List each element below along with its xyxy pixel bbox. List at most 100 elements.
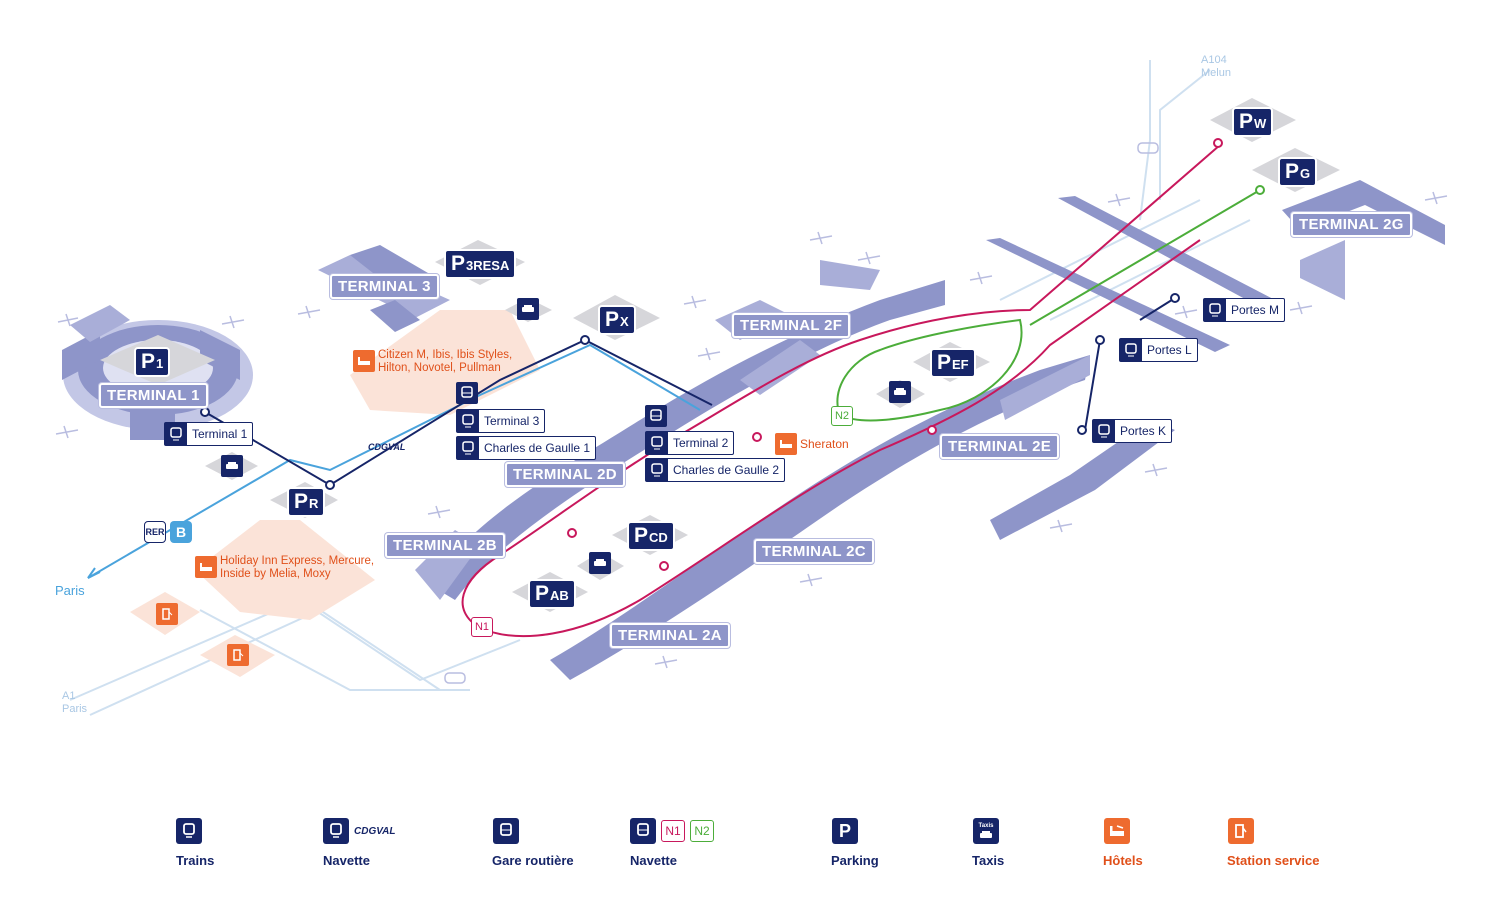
legend-taxis-label: Taxis — [972, 853, 1005, 868]
n2-badge[interactable]: N2 — [831, 406, 853, 426]
parking-letter: P — [535, 582, 550, 605]
parking-letter: P — [1285, 160, 1300, 183]
stop-label: Terminal 3 — [484, 414, 540, 428]
shuttle-train-icon — [323, 818, 349, 844]
parking-sub: X — [620, 314, 629, 329]
parking-letter: P — [294, 490, 309, 513]
legend-parking-icon: P — [832, 818, 858, 844]
terminal-2g-label[interactable]: TERMINAL 2G — [1291, 212, 1412, 237]
hotel-icon[interactable] — [353, 350, 375, 372]
n1-shuttle-line — [461, 144, 1221, 638]
terminal-2f-label[interactable]: TERMINAL 2F — [732, 313, 851, 338]
terminal-1-label[interactable]: TERMINAL 1 — [99, 383, 208, 408]
rer-line-badge[interactable]: B — [170, 521, 192, 543]
parking-letter: P — [605, 308, 620, 331]
stop-cdg-1[interactable]: Charles de Gaulle 1 — [456, 436, 597, 460]
taxi-icon-text: Taxis — [978, 823, 994, 829]
hotel-icon[interactable] — [775, 433, 797, 455]
taxi-icon[interactable] — [889, 381, 911, 403]
hotel-icon[interactable] — [195, 556, 217, 578]
taxi-icon: Taxis — [973, 818, 999, 844]
rer-badge-text: RER — [145, 527, 165, 537]
stop-portes-l[interactable]: Portes L — [1119, 338, 1198, 362]
stop-terminal-2[interactable]: Terminal 2 — [645, 431, 735, 455]
terminal-2g-building — [1282, 180, 1445, 300]
rer-line — [87, 343, 701, 579]
legend-station-service-label: Station service — [1227, 853, 1320, 868]
n1-badge[interactable]: N1 — [471, 617, 493, 637]
parking-sub: W — [1254, 116, 1267, 131]
n2-shuttle-line — [836, 189, 1261, 422]
terminal-2b-label[interactable]: TERMINAL 2B — [385, 533, 505, 558]
a104-dest-label: Melun — [1201, 67, 1231, 79]
rer-badge[interactable]: RER — [144, 521, 166, 543]
terminal-2a-label[interactable]: TERMINAL 2A — [610, 623, 730, 648]
terminal-2e-label[interactable]: TERMINAL 2E — [940, 434, 1060, 459]
taxi-icon[interactable] — [221, 455, 243, 477]
train-icon — [646, 459, 668, 481]
parking-letter: P — [937, 351, 952, 374]
fuel-station-icon[interactable] — [156, 603, 178, 625]
stop-label: Terminal 2 — [673, 436, 729, 450]
stop-portes-m[interactable]: Portes M — [1203, 298, 1286, 322]
terminal-2c-label[interactable]: TERMINAL 2C — [754, 539, 874, 564]
parking-sub: AB — [550, 588, 569, 603]
stop-label: Portes M — [1231, 303, 1280, 317]
legend-navette-label: Navette — [630, 853, 677, 868]
hotel-list-pr-line-2: Inside by Melia, Moxy — [220, 568, 331, 580]
legend-cdgval-icon: CDGVAL — [323, 818, 395, 844]
n2-badge-text: N2 — [834, 410, 850, 422]
stop-label: Charles de Gaulle 2 — [673, 463, 780, 477]
paris-rer-label: Paris — [55, 583, 85, 598]
bus-icon[interactable] — [456, 382, 478, 404]
stop-cdg-2[interactable]: Charles de Gaulle 2 — [645, 458, 786, 482]
stop-terminal-1[interactable]: Terminal 1 — [164, 422, 254, 446]
parking-sub: CD — [649, 530, 668, 545]
terminal-3-label[interactable]: TERMINAL 3 — [330, 274, 439, 299]
train-icon — [457, 410, 479, 432]
fuel-station-icon[interactable] — [227, 644, 249, 666]
cdgval-logo: CDGVAL — [354, 825, 396, 837]
stop-label: Portes L — [1147, 343, 1192, 357]
parking-letter: P — [451, 252, 466, 275]
legend-parking-label: Parking — [831, 853, 879, 868]
n2-legend-badge: N2 — [690, 820, 714, 842]
cdgval-line — [204, 338, 713, 487]
legend-navette-cdgval-label: Navette — [323, 853, 370, 868]
train-icon — [646, 432, 668, 454]
portes-connectors — [1084, 297, 1176, 431]
parking-letter: P — [141, 350, 156, 373]
bus-icon[interactable] — [645, 405, 667, 427]
stop-label: Portes K — [1120, 424, 1167, 438]
n1-dots — [567, 138, 1223, 571]
n1-legend-badge: N1 — [661, 820, 685, 842]
a1-road-label: A1 — [62, 690, 76, 702]
parking-sub: R — [309, 496, 319, 511]
stop-portes-k[interactable]: Portes K — [1092, 419, 1173, 443]
cdgval-map-label: CDGVAL — [368, 442, 406, 452]
parking-sub: 3RESA — [466, 258, 510, 273]
legend-hotels-label: Hôtels — [1103, 853, 1143, 868]
parking-letter: P — [1239, 110, 1254, 133]
parking-letter: P — [634, 524, 649, 547]
parking-icon: P — [832, 818, 858, 844]
parking-sub: G — [1300, 166, 1311, 181]
terminal-2d-label[interactable]: TERMINAL 2D — [505, 462, 625, 487]
taxi-icon[interactable] — [589, 552, 611, 574]
paris-arrow — [87, 567, 101, 579]
taxi-icon[interactable] — [517, 298, 539, 320]
parking-sub: EF — [952, 357, 969, 372]
stop-terminal-3[interactable]: Terminal 3 — [456, 409, 546, 433]
stop-label: Charles de Gaulle 1 — [484, 441, 591, 455]
hotel-list-pr-line-1: Holiday Inn Express, Mercure, — [220, 555, 375, 567]
legend-station-icon — [1228, 818, 1254, 844]
